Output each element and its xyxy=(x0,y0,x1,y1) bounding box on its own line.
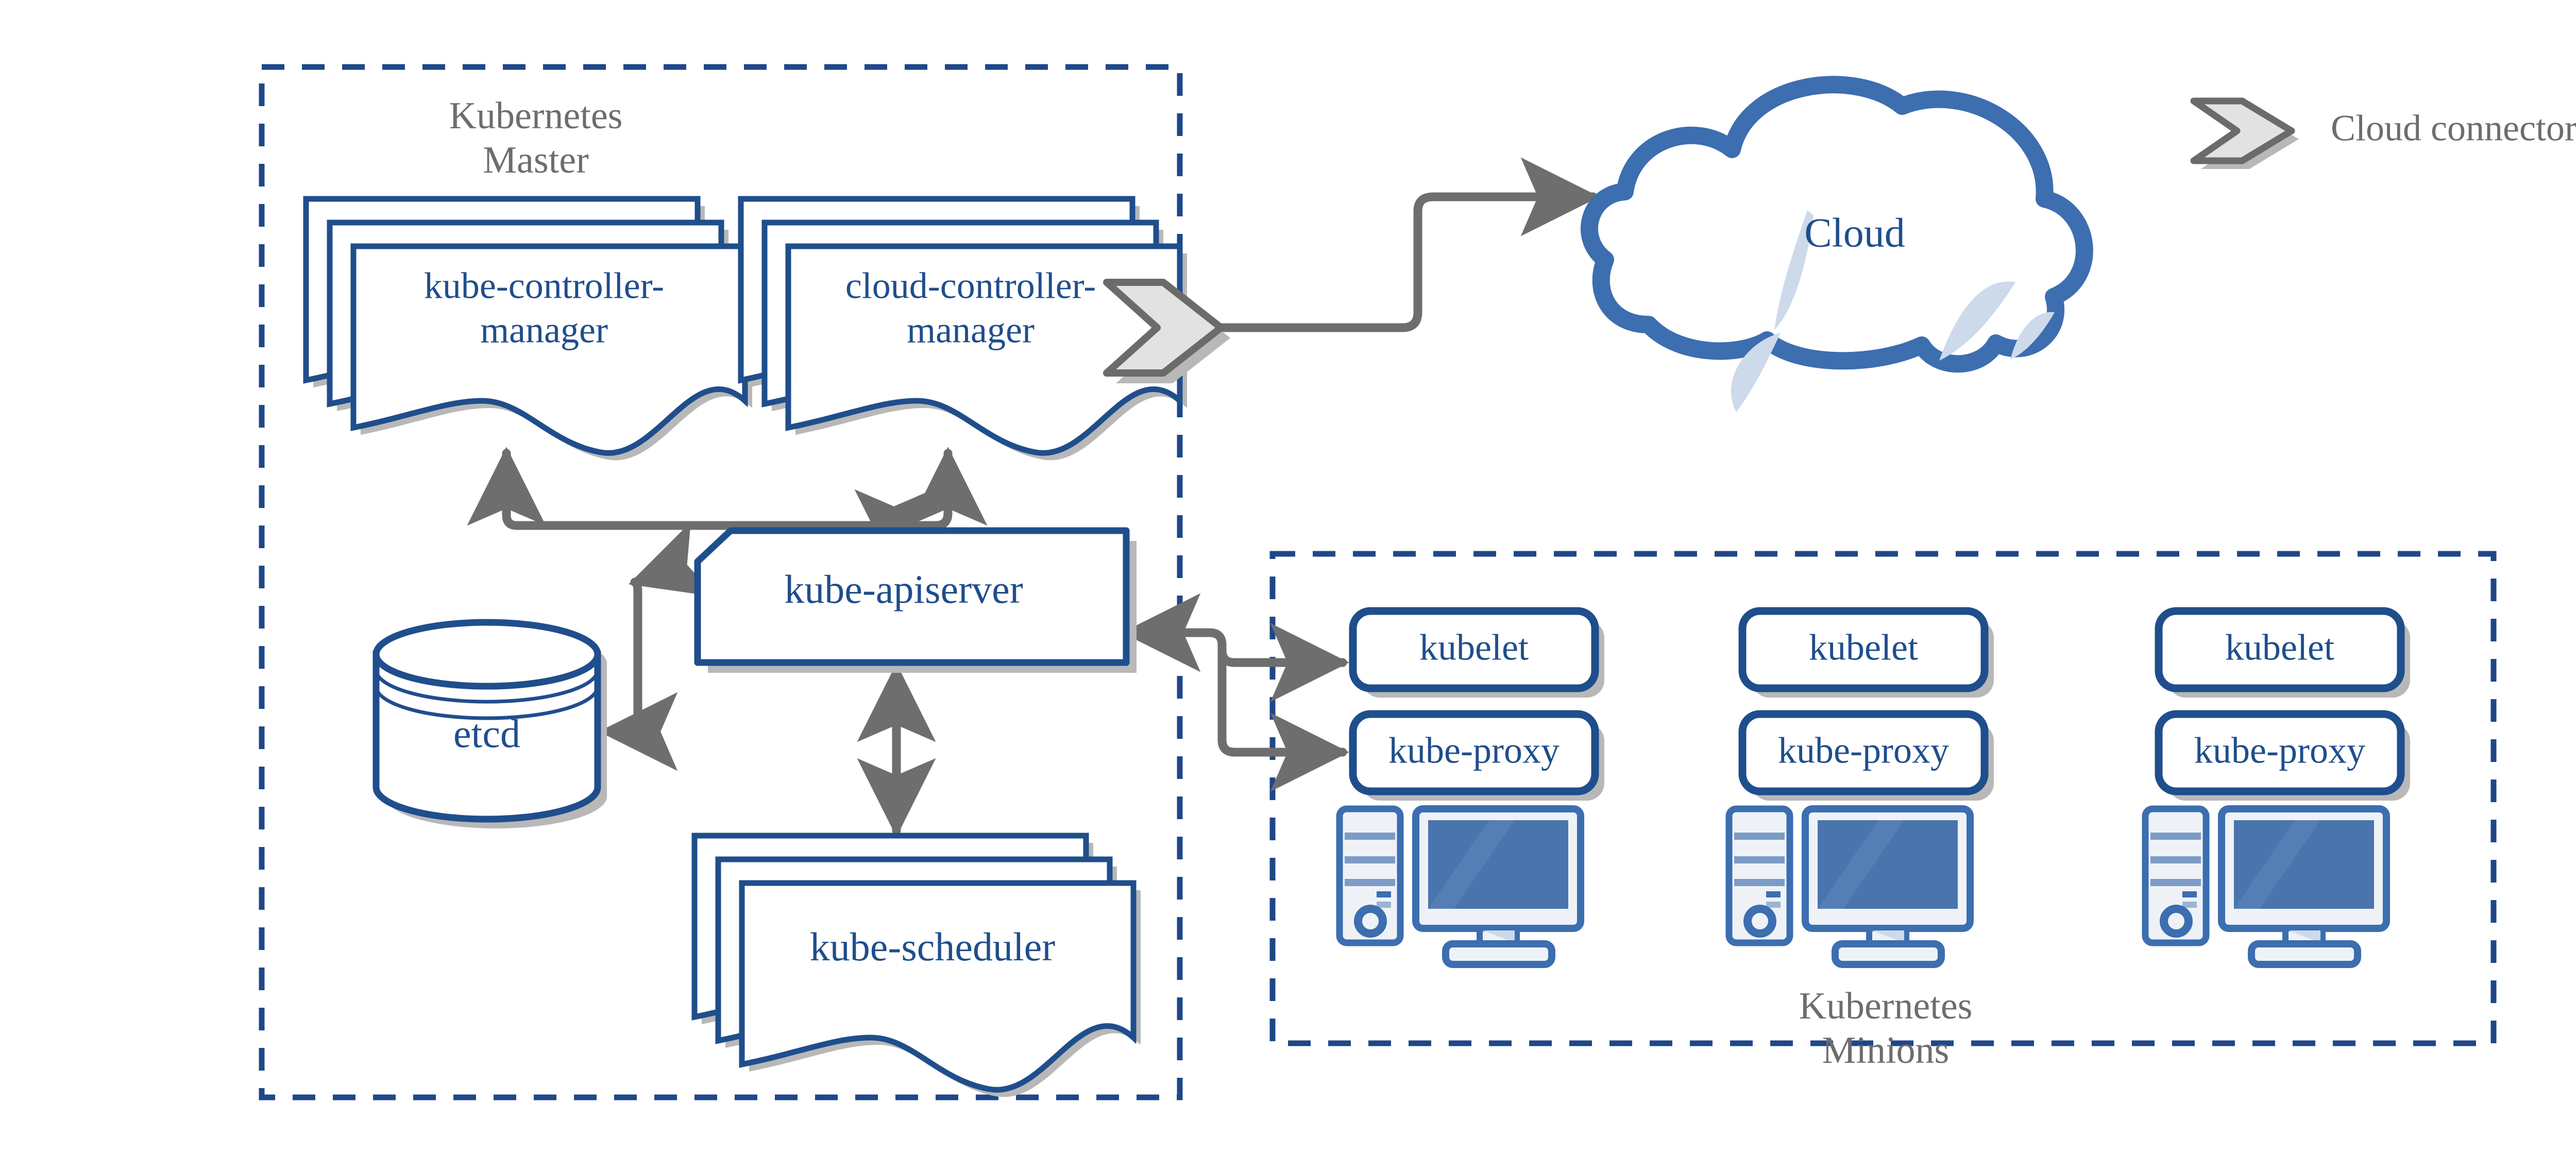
cloud-controller-manager-label-line2: manager xyxy=(907,310,1035,351)
connector-cloudconnector-to-cloud xyxy=(1185,157,1600,332)
kube-apiserver-label: kube-apiserver xyxy=(784,567,1023,612)
minion-3-kubelet-box[interactable]: kubelet xyxy=(2155,607,2410,698)
minion-2-kubelet-label: kubelet xyxy=(1809,627,1918,668)
minion-1-kube-proxy-box[interactable]: kube-proxy xyxy=(1349,710,1604,801)
minion-3-kubelet-label: kubelet xyxy=(2225,627,2334,668)
legend-cloud-connector: Cloud connector xyxy=(2190,97,2576,169)
etcd-label: etcd xyxy=(453,711,520,756)
minion-column-3: kubelet kube-proxy xyxy=(2142,607,2410,968)
minion-column-2: kubelet kube-proxy xyxy=(1725,607,1994,968)
minion-2-kubelet-box[interactable]: kubelet xyxy=(1738,607,1994,698)
kube-controller-manager-label-line1: kube-controller- xyxy=(424,265,664,307)
node-kube-scheduler[interactable]: kube-scheduler xyxy=(694,836,1141,1097)
minion-2-kube-proxy-box[interactable]: kube-proxy xyxy=(1738,710,1994,801)
minions-panel-caption: Kubernetes Minions xyxy=(1799,985,1973,1072)
connector-apiserver-to-etcd xyxy=(599,522,716,771)
node-cloud-controller-manager[interactable]: cloud-controller- manager xyxy=(741,199,1187,461)
connector-apiserver-to-minion-agents xyxy=(1122,593,1349,792)
minion-2-kube-proxy-label: kube-proxy xyxy=(1778,730,1949,771)
minion-1-kubelet-box[interactable]: kubelet xyxy=(1349,607,1604,698)
minion-3-kube-proxy-label: kube-proxy xyxy=(2194,730,2365,771)
kubernetes-master-panel: Kubernetes Master xyxy=(259,64,1183,1100)
minion-2-computer-icon xyxy=(1725,805,1974,968)
cloud-shape[interactable]: Cloud xyxy=(1580,76,2093,412)
minion-3-kube-proxy-box[interactable]: kube-proxy xyxy=(2155,710,2410,801)
node-etcd[interactable]: etcd xyxy=(372,619,607,828)
kube-scheduler-label: kube-scheduler xyxy=(810,924,1055,969)
minion-3-computer-icon xyxy=(2142,805,2390,968)
master-panel-title-line1: Kubernetes xyxy=(449,95,623,137)
master-panel-border xyxy=(259,64,1183,1100)
minions-panel-title-line2: Minions xyxy=(1822,1029,1950,1072)
minion-1-kubelet-label: kubelet xyxy=(1419,627,1529,668)
node-kube-apiserver[interactable]: kube-apiserver xyxy=(694,527,1137,673)
minions-panel-border xyxy=(1269,551,2497,1046)
legend-chevron-connector-icon xyxy=(2190,97,2299,169)
minion-1-computer-icon xyxy=(1336,805,1584,968)
cloud-connector-icon[interactable] xyxy=(1103,279,1230,383)
cloud-label: Cloud xyxy=(1804,210,1905,256)
kube-controller-manager-label-line2: manager xyxy=(480,310,608,351)
legend-label: Cloud connector xyxy=(2331,108,2576,149)
master-panel-title-line2: Master xyxy=(483,139,589,181)
minion-1-kube-proxy-label: kube-proxy xyxy=(1388,730,1560,771)
node-kube-controller-manager[interactable]: kube-controller- manager xyxy=(306,199,752,461)
cloud-controller-manager-label-line1: cloud-controller- xyxy=(845,265,1096,307)
minions-panel-title-line1: Kubernetes xyxy=(1799,985,1973,1027)
etcd-top-ellipse xyxy=(372,619,601,690)
kubernetes-minions-panel xyxy=(1269,551,2497,1046)
minion-column-1: kubelet kube-proxy xyxy=(1336,607,1604,968)
